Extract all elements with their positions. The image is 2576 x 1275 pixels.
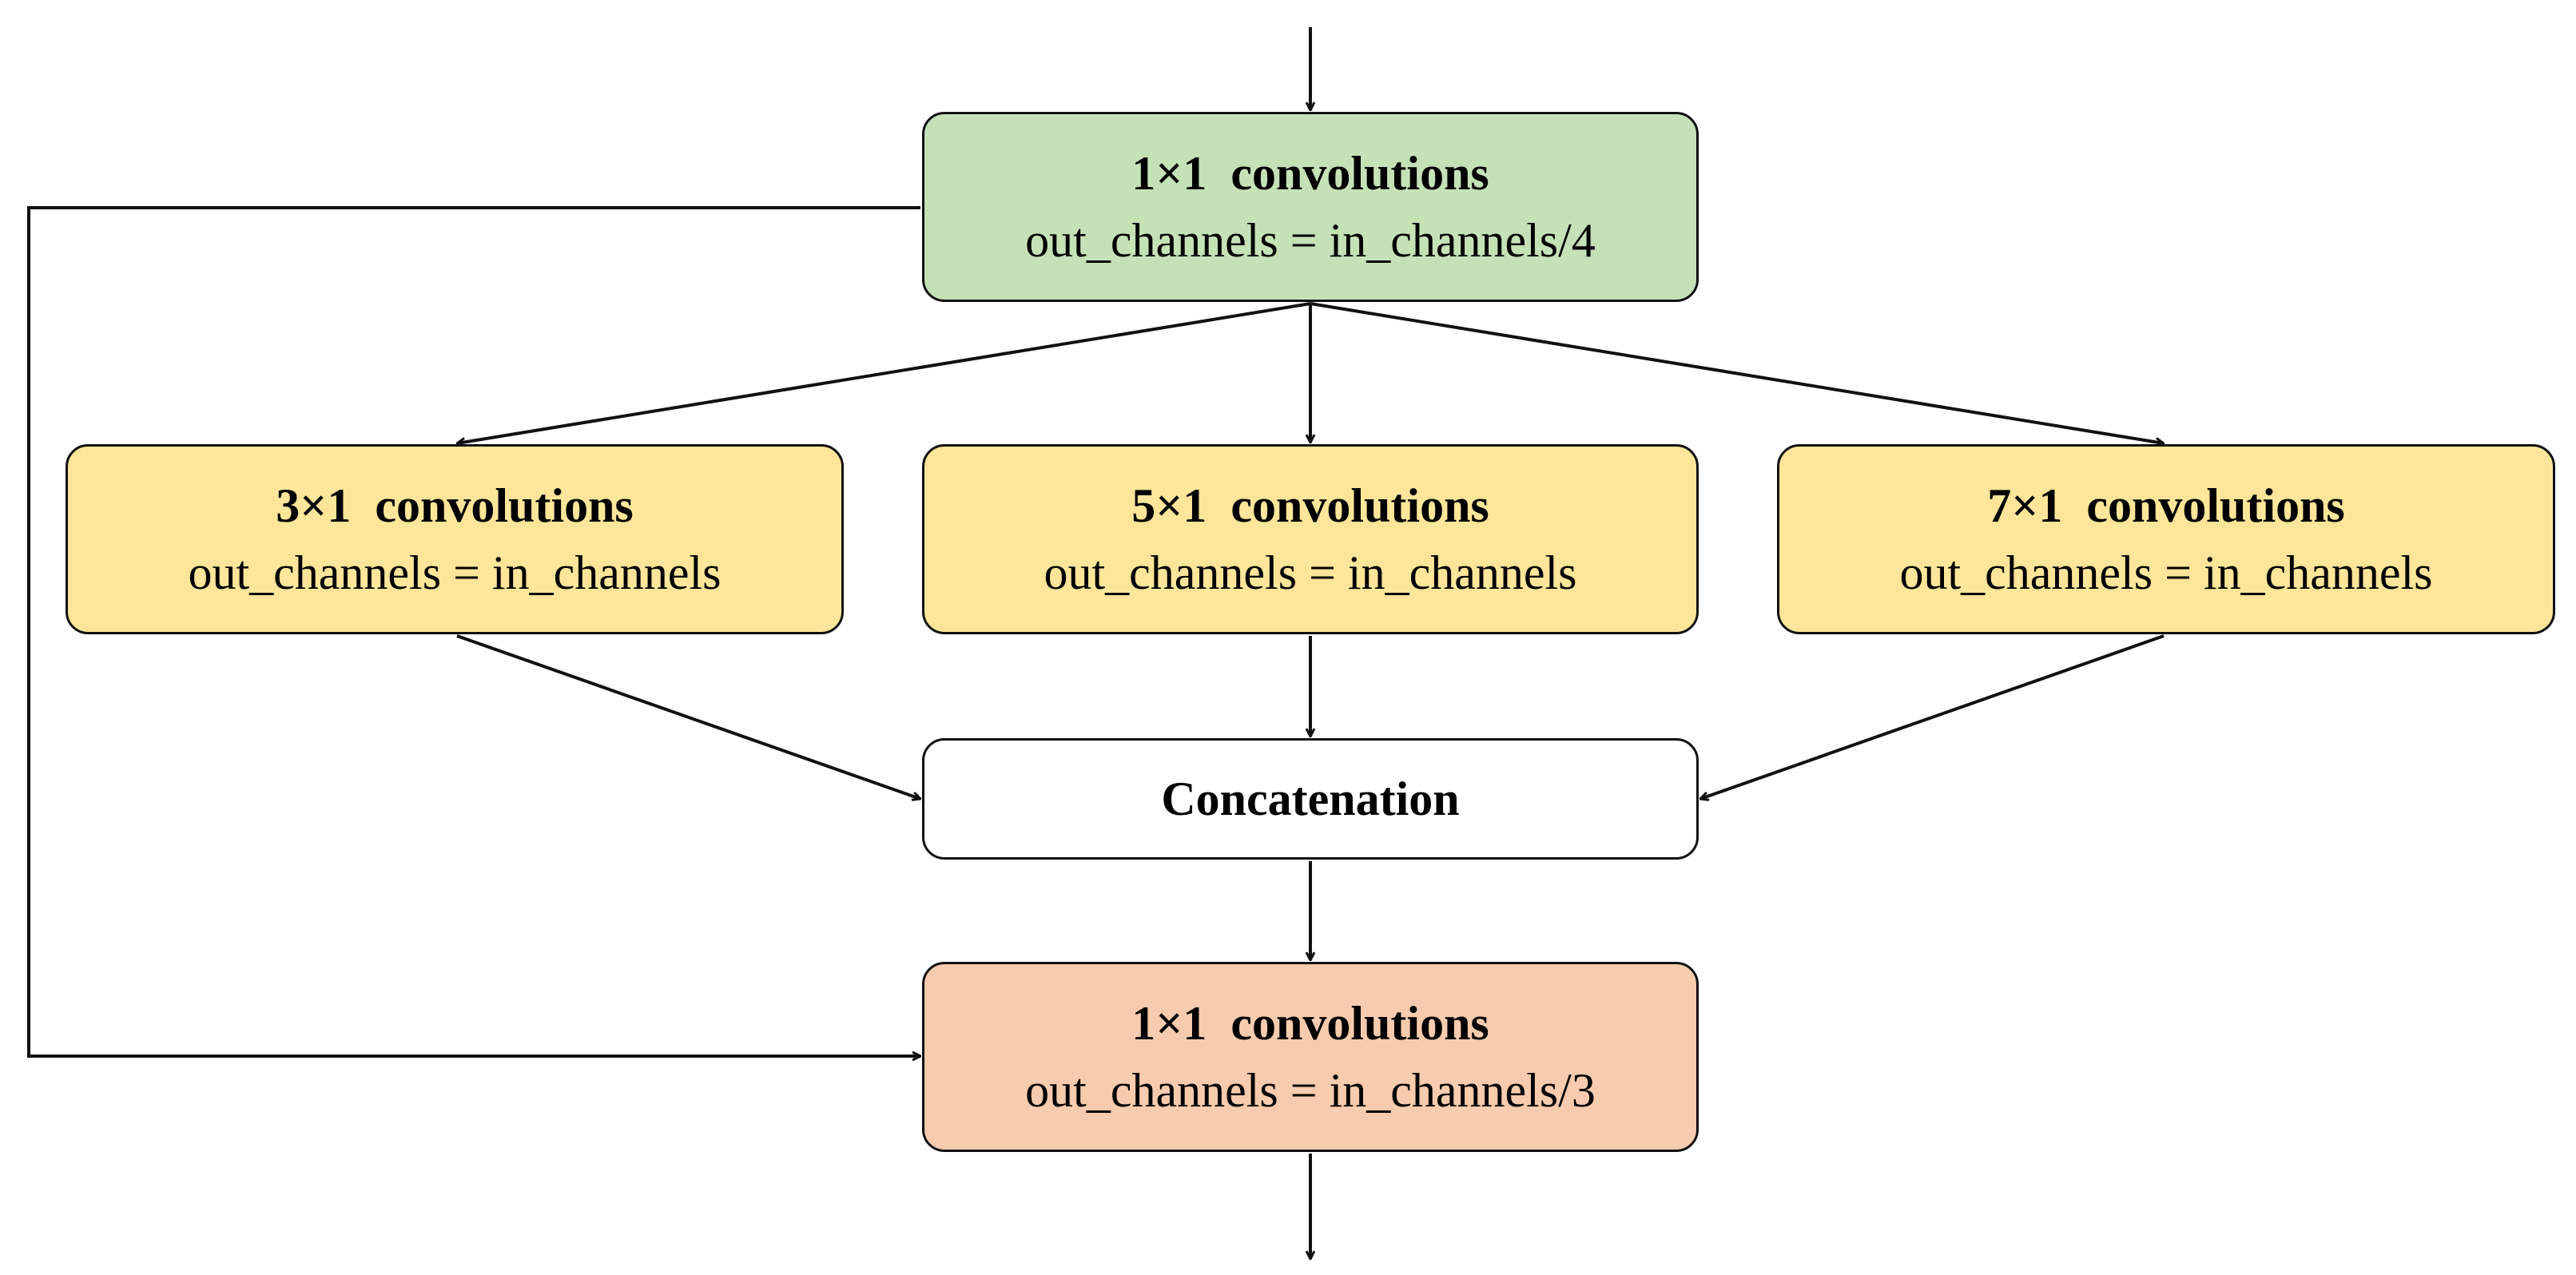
branch-7-subtitle: out_channels = in_channels bbox=[1899, 546, 2433, 599]
branch-3-subtitle: out_channels = in_channels bbox=[188, 546, 722, 599]
branch-5-subtitle: out_channels = in_channels bbox=[1044, 546, 1577, 599]
branch-7-title: 7×1 convolutions bbox=[1987, 479, 2345, 532]
concatenation-title: Concatenation bbox=[1161, 773, 1460, 825]
branch-7x1-conv-block: 7×1 convolutions out_channels = in_chann… bbox=[1777, 444, 2555, 634]
arrow-to-branch-7 bbox=[1310, 302, 2164, 443]
concatenation-block: Concatenation bbox=[922, 738, 1699, 860]
arrow-to-branch-3 bbox=[457, 302, 1311, 443]
skip-connection-arrow bbox=[27, 206, 920, 1056]
input-conv-subtitle: out_channels = in_channels/4 bbox=[1025, 214, 1596, 267]
branch-5x1-conv-block: 5×1 convolutions out_channels = in_chann… bbox=[922, 444, 1699, 634]
arrow-branch-7-to-concat bbox=[1700, 634, 2165, 799]
output-conv-block: 1×1 convolutions out_channels = in_chann… bbox=[922, 962, 1699, 1152]
branch-3-title: 3×1 convolutions bbox=[276, 479, 634, 532]
branch-5-title: 5×1 convolutions bbox=[1131, 479, 1489, 532]
input-conv-title: 1×1 convolutions bbox=[1131, 147, 1489, 200]
branch-3x1-conv-block: 3×1 convolutions out_channels = in_chann… bbox=[66, 444, 844, 634]
arrow-branch-3-to-concat bbox=[456, 634, 920, 799]
output-conv-title: 1×1 convolutions bbox=[1131, 997, 1489, 1050]
input-conv-block: 1×1 convolutions out_channels = in_chann… bbox=[922, 112, 1699, 302]
output-conv-subtitle: out_channels = in_channels/3 bbox=[1025, 1064, 1596, 1117]
